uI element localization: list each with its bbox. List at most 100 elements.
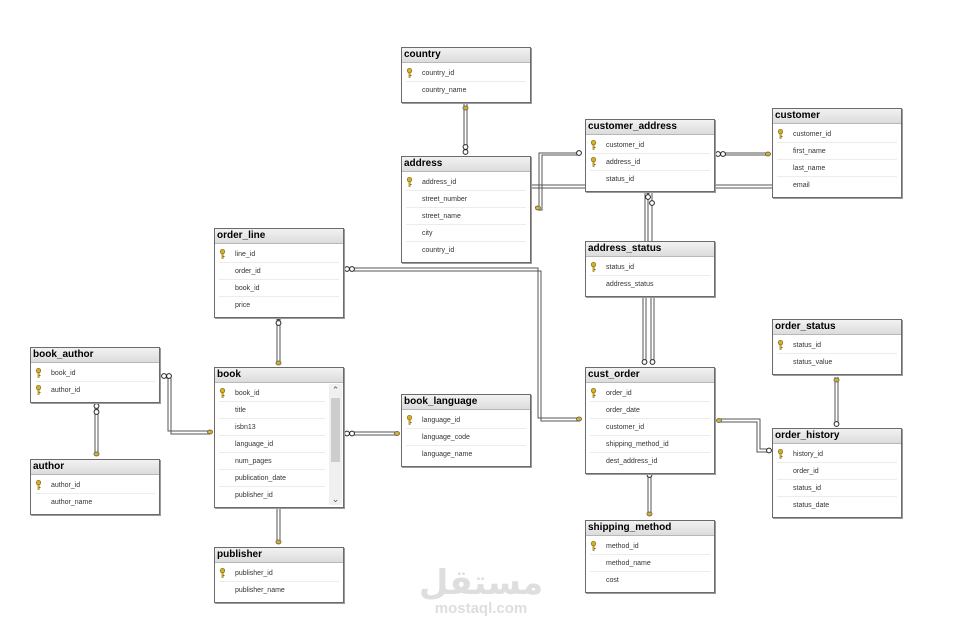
column-row[interactable]: address_id bbox=[406, 174, 526, 191]
column-row[interactable]: dest_address_id bbox=[590, 453, 710, 469]
column-row[interactable]: method_id bbox=[590, 538, 710, 555]
column-name: book_id bbox=[235, 284, 260, 292]
table-title: address_status bbox=[586, 242, 714, 257]
column-row[interactable]: isbn13 bbox=[219, 419, 325, 436]
primary-key-icon bbox=[35, 385, 51, 395]
column-row[interactable]: publisher_id bbox=[219, 487, 325, 503]
column-name: method_id bbox=[606, 542, 639, 550]
column-row[interactable]: order_id bbox=[219, 263, 339, 280]
column-row[interactable]: order_id bbox=[777, 463, 897, 480]
column-row[interactable]: status_id bbox=[777, 337, 897, 354]
column-row[interactable]: author_id bbox=[35, 477, 155, 494]
column-name: order_date bbox=[606, 406, 640, 414]
many-end-icon bbox=[462, 149, 469, 155]
column-row[interactable]: num_pages bbox=[219, 453, 325, 470]
column-name: customer_id bbox=[606, 141, 645, 149]
table-title: author bbox=[31, 460, 159, 475]
column-row[interactable]: author_id bbox=[35, 382, 155, 398]
column-row[interactable]: street_number bbox=[406, 191, 526, 208]
column-row[interactable]: language_name bbox=[406, 446, 526, 462]
column-row[interactable]: language_code bbox=[406, 429, 526, 446]
column-name: address_id bbox=[606, 158, 641, 166]
column-name: language_id bbox=[422, 416, 461, 424]
column-row[interactable]: publication_date bbox=[219, 470, 325, 487]
column-row[interactable]: status_id bbox=[777, 480, 897, 497]
column-row[interactable]: status_id bbox=[590, 171, 710, 187]
column-row[interactable]: line_id bbox=[219, 246, 339, 263]
column-row[interactable]: cost bbox=[590, 572, 710, 588]
watermark: مستقل mostaql.com bbox=[416, 565, 546, 617]
column-row[interactable]: country_id bbox=[406, 242, 526, 258]
column-row[interactable]: title bbox=[219, 402, 325, 419]
column-name: status_id bbox=[793, 484, 822, 492]
many-end-icon bbox=[349, 266, 355, 272]
column-row[interactable]: customer_id bbox=[590, 419, 710, 436]
column-row[interactable]: status_id bbox=[590, 259, 710, 276]
column-row[interactable]: language_id bbox=[219, 436, 325, 453]
key-end-icon bbox=[462, 105, 469, 111]
key-end-icon bbox=[765, 151, 771, 157]
table-cust-order[interactable]: cust_order order_id order_date customer_id… bbox=[585, 367, 715, 474]
many-end-icon bbox=[344, 266, 350, 272]
column-name: price bbox=[235, 301, 251, 309]
column-row[interactable]: language_id bbox=[406, 412, 526, 429]
column-row[interactable]: order_id bbox=[590, 385, 710, 402]
column-row[interactable]: order_date bbox=[590, 402, 710, 419]
scroll-up-icon[interactable]: ⌃ bbox=[331, 385, 340, 395]
many-end-icon bbox=[462, 144, 469, 150]
column-row[interactable]: method_name bbox=[590, 555, 710, 572]
column-row[interactable]: street_name bbox=[406, 208, 526, 225]
scroll-thumb[interactable] bbox=[331, 398, 340, 462]
column-row[interactable]: customer_id bbox=[590, 137, 710, 154]
many-end-icon bbox=[576, 150, 582, 156]
book-scrollbar[interactable]: ⌃ ⌄ bbox=[329, 384, 342, 505]
key-end-icon bbox=[646, 511, 653, 517]
column-row[interactable]: last_name bbox=[777, 160, 897, 177]
table-title: cust_order bbox=[586, 368, 714, 383]
primary-key-icon bbox=[590, 140, 606, 150]
column-row[interactable]: history_id bbox=[777, 446, 897, 463]
column-row[interactable]: price bbox=[219, 297, 339, 313]
column-row[interactable]: country_name bbox=[406, 82, 526, 98]
column-row[interactable]: status_date bbox=[777, 497, 897, 513]
column-row[interactable]: book_id bbox=[219, 385, 325, 402]
column-row[interactable]: address_status bbox=[590, 276, 710, 292]
column-row[interactable]: publisher_id bbox=[219, 565, 339, 582]
column-row[interactable]: publisher_name bbox=[219, 582, 339, 598]
column-name: status_id bbox=[606, 175, 635, 183]
column-row[interactable]: address_id bbox=[590, 154, 710, 171]
column-name: street_number bbox=[422, 195, 468, 203]
column-row[interactable]: customer_id bbox=[777, 126, 897, 143]
column-row[interactable]: author_name bbox=[35, 494, 155, 510]
column-row[interactable]: city bbox=[406, 225, 526, 242]
column-row[interactable]: email bbox=[777, 177, 897, 193]
column-row[interactable]: first_name bbox=[777, 143, 897, 160]
column-row[interactable]: book_id bbox=[35, 365, 155, 382]
scroll-down-icon[interactable]: ⌄ bbox=[331, 494, 340, 504]
column-row[interactable]: status_value bbox=[777, 354, 897, 370]
column-row[interactable]: country_id bbox=[406, 65, 526, 82]
rel-bookauthor-book bbox=[166, 374, 210, 432]
table-title: order_history bbox=[773, 429, 901, 444]
column-name: publication_date bbox=[235, 474, 286, 482]
column-row[interactable]: book_id bbox=[219, 280, 339, 297]
many-end-icon bbox=[93, 403, 100, 409]
column-row[interactable]: shipping_method_id bbox=[590, 436, 710, 453]
key-end-icon bbox=[576, 416, 582, 422]
